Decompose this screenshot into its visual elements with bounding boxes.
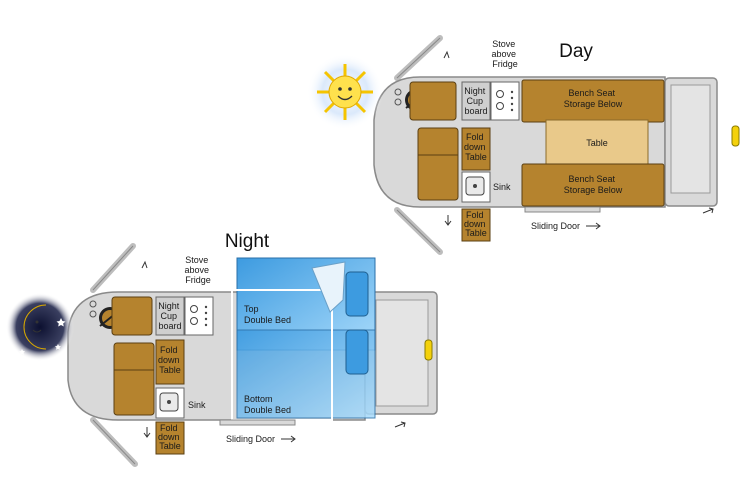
- night-cupboard: [155, 296, 185, 336]
- sun-icon: [307, 54, 383, 130]
- folded-cushion: [311, 261, 346, 313]
- stove: [184, 296, 214, 336]
- svg-text:Sliding Door: Sliding Door: [226, 434, 275, 444]
- fold-down-table: [461, 208, 491, 242]
- passenger-seat: [113, 342, 155, 416]
- burner-icon: [496, 102, 504, 110]
- driver-seat: [111, 296, 153, 336]
- svg-text:Night Cup board: Night Cup board: [464, 86, 488, 116]
- burner-icon: [190, 305, 198, 313]
- bench-seat-bottom: [521, 163, 665, 207]
- night-van: Night Cup board Fold down Table Sink Fol…: [6, 231, 438, 467]
- tail-light: [424, 339, 433, 361]
- svg-text:Fold down Table: Fold down Table: [158, 345, 182, 375]
- svg-text:Top Double Bed: Top Double Bed: [244, 304, 291, 325]
- stove: [490, 81, 520, 121]
- svg-text:Fold down Table: Fold down Table: [464, 132, 488, 162]
- fold-down-table: [155, 421, 185, 455]
- tail-light: [731, 125, 740, 147]
- driver-seat: [409, 81, 457, 121]
- burner-icon: [190, 317, 198, 325]
- night-title: Night: [225, 231, 270, 252]
- svg-text:Night Cup board: Night Cup board: [158, 301, 182, 331]
- arrow-right-icon: [281, 435, 296, 443]
- svg-text:Fold down Table: Fold down Table: [158, 423, 182, 451]
- svg-text:Sink: Sink: [493, 182, 511, 192]
- fold-down-table: [155, 339, 185, 385]
- sliding-door: [219, 419, 296, 426]
- arrow-icon: [443, 50, 450, 59]
- day-title: Day: [559, 41, 593, 62]
- day-van: Night Cup board Fold down Table Sink Fol…: [307, 35, 740, 255]
- svg-text:Bench Seat Storage Below: Bench Seat Storage Below: [564, 174, 623, 195]
- svg-text:Table: Table: [586, 138, 608, 148]
- svg-text:Bottom Double Bed: Bottom Double Bed: [244, 394, 291, 415]
- svg-text:Fold down Table: Fold down Table: [464, 210, 488, 238]
- pillow: [345, 271, 369, 317]
- passenger-seat: [417, 127, 459, 201]
- fold-down-table: [461, 127, 491, 171]
- pillow: [345, 329, 369, 375]
- svg-text:Sink: Sink: [188, 400, 206, 410]
- svg-text:Bench Seat Storage Below: Bench Seat Storage Below: [564, 88, 623, 109]
- moon-icon: [6, 293, 74, 361]
- burner-icon: [496, 90, 504, 98]
- svg-text:Sliding Door: Sliding Door: [531, 221, 580, 231]
- night-cupboard: [461, 81, 491, 121]
- sliding-door: [524, 206, 601, 213]
- stove-label: Stove above Fridge: [184, 255, 211, 285]
- arrow-right-icon: [586, 222, 601, 230]
- stove-label: Stove above Fridge: [491, 39, 518, 69]
